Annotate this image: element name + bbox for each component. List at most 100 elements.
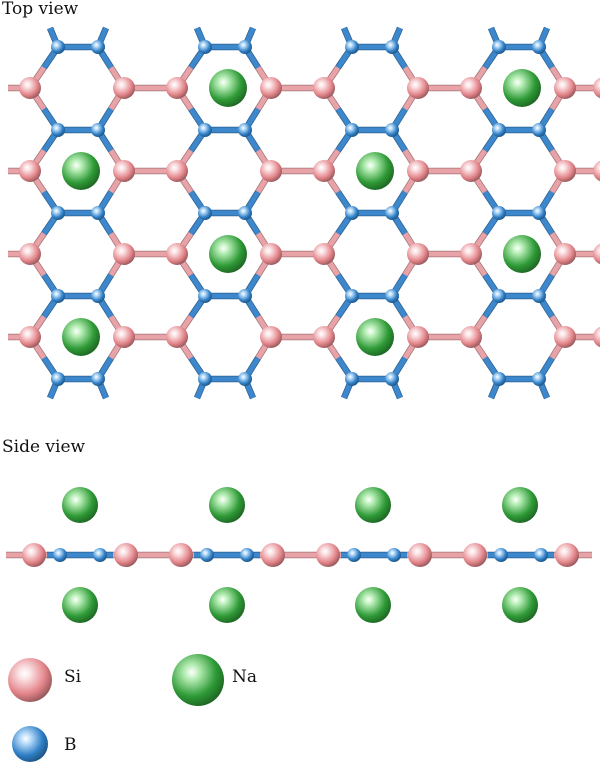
si-atom [407, 160, 429, 182]
b-atom [385, 206, 399, 220]
b-atom [492, 206, 506, 220]
b-atom [492, 372, 506, 386]
b-atom [91, 40, 105, 54]
na-atom [62, 318, 100, 356]
b-b-bond [99, 27, 109, 39]
si-atom [260, 243, 282, 265]
legend-na-atom [172, 654, 224, 706]
b-b-bond [194, 27, 204, 39]
b-atom [385, 123, 399, 137]
si-atom [260, 326, 282, 348]
b-b-bond [341, 27, 351, 39]
b-atom [494, 548, 508, 562]
b-atom [532, 206, 546, 220]
b-b-bond [47, 27, 57, 39]
si-atom [260, 77, 282, 99]
si-atom [408, 543, 432, 567]
b-atom [198, 206, 212, 220]
na-atom [502, 487, 538, 523]
legend-atoms [8, 654, 224, 762]
na-atom [356, 152, 394, 190]
b-b-bond [488, 27, 498, 39]
b-atom [385, 289, 399, 303]
si-atom [19, 326, 41, 348]
si-atom [169, 543, 193, 567]
si-atom [166, 243, 188, 265]
b-atom [532, 40, 546, 54]
legend-si-label: Si [64, 667, 82, 687]
top-view-title: Top view [2, 0, 79, 19]
legend-si-atom [8, 658, 52, 702]
b-atom [492, 40, 506, 54]
b-b-bond [540, 27, 550, 39]
b-atom [345, 123, 359, 137]
si-atom [313, 243, 335, 265]
b-atom [51, 289, 65, 303]
si-atom [313, 326, 335, 348]
si-atom [19, 160, 41, 182]
b-b-bond [99, 387, 109, 399]
si-atom [593, 77, 600, 99]
si-atom [460, 160, 482, 182]
si-atom [555, 543, 579, 567]
b-b-bond [393, 387, 403, 399]
si-atom [407, 243, 429, 265]
b-b-bond [488, 387, 498, 399]
b-atom [345, 40, 359, 54]
b-atom [198, 372, 212, 386]
si-atom [593, 160, 600, 182]
si-atom [313, 77, 335, 99]
b-atom [200, 548, 214, 562]
b-atom [345, 372, 359, 386]
legend-b-atom [12, 726, 48, 762]
na-atom [209, 487, 245, 523]
si-atom [22, 543, 46, 567]
na-atom [503, 235, 541, 273]
b-atom [534, 548, 548, 562]
b-atom [91, 206, 105, 220]
na-atom [62, 487, 98, 523]
b-atom [387, 548, 401, 562]
na-atom [502, 587, 538, 623]
si-atom [113, 326, 135, 348]
b-atom [198, 123, 212, 137]
si-atom [554, 243, 576, 265]
b-atom [51, 123, 65, 137]
na-atom [355, 487, 391, 523]
b-atom [345, 206, 359, 220]
si-atom [316, 543, 340, 567]
b-atom [51, 206, 65, 220]
si-atom [19, 243, 41, 265]
si-atom [113, 77, 135, 99]
b-b-bond [246, 27, 256, 39]
na-atom [62, 152, 100, 190]
b-b-bond [246, 387, 256, 399]
side-view-title: Side view [2, 437, 86, 457]
side-view-atoms [22, 487, 579, 623]
si-atom [593, 243, 600, 265]
b-atom [91, 289, 105, 303]
b-atom [238, 372, 252, 386]
na-atom [355, 587, 391, 623]
b-atom [532, 289, 546, 303]
si-atom [554, 77, 576, 99]
si-atom [260, 160, 282, 182]
b-atom [492, 289, 506, 303]
b-atom [345, 289, 359, 303]
na-atom [209, 69, 247, 107]
b-atom [238, 289, 252, 303]
na-atom [209, 587, 245, 623]
b-atom [93, 548, 107, 562]
top-view-atoms [19, 40, 600, 386]
b-atom [385, 372, 399, 386]
b-atom [91, 123, 105, 137]
b-atom [51, 40, 65, 54]
legend-b-label: B [64, 735, 77, 755]
si-atom [593, 326, 600, 348]
b-atom [91, 372, 105, 386]
si-atom [554, 160, 576, 182]
b-atom [385, 40, 399, 54]
na-atom [503, 69, 541, 107]
b-atom [532, 372, 546, 386]
